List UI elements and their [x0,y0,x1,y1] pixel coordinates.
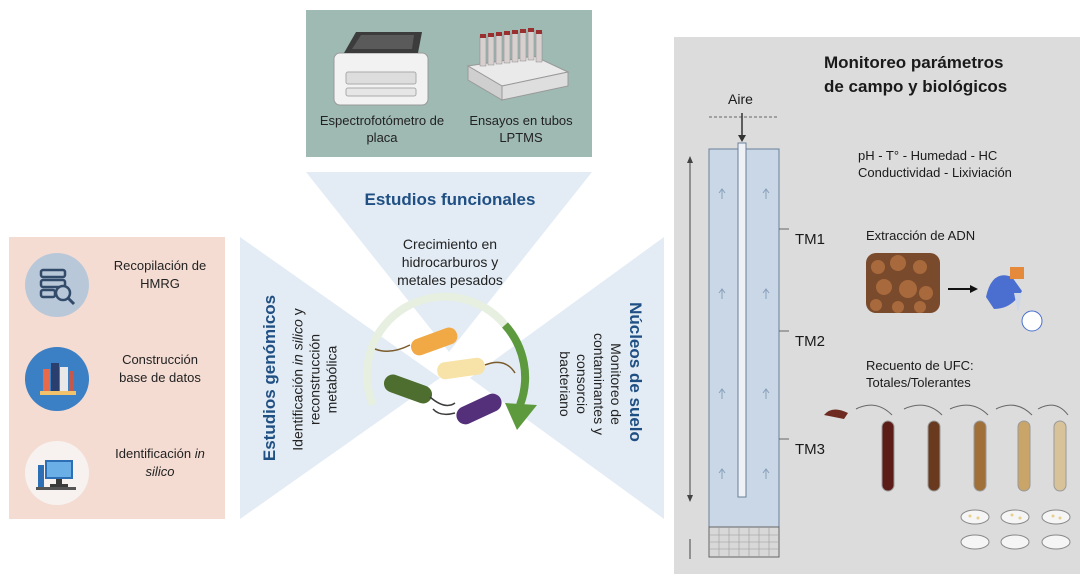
dna-extraction-illustration [866,253,1043,332]
hmrg-label: Recopilación de HMRG [113,258,207,291]
left-triangle [240,237,440,519]
circular-arrow [362,292,509,407]
hmrg-compilation-item: Recopilación de HMRG [9,249,225,319]
bacterium-purple [456,393,502,425]
port-tm2: TM2 [795,333,825,350]
bacterium-orange [410,327,458,356]
air-label: Aire [728,91,753,107]
dna-extraction-label: Extracción de ADN [866,228,976,243]
tube-assay-label: Ensayos en tubos LPTMS [469,113,573,145]
bacterium-cream [437,357,485,380]
soil-column-diagram [687,113,789,559]
database-build-icon [25,347,89,411]
database-construction-label: Construcción base de datos [119,352,201,385]
genomic-resources-panel: Recopilación de HMRG Construcción base d… [9,237,225,519]
soil-cores-title: Núcleos de suelo [626,302,645,442]
database-construction-item: Construcción base de datos [9,343,225,413]
bacterium-green [383,374,433,404]
arrow-head [505,403,537,430]
circular-arrow-main [501,322,530,407]
bacteria-cycle-illustration [362,292,537,430]
cfu-count-label: Recuento de UFC: Totales/Tolerantes [866,358,974,390]
lab-instruments-box: Espectrofotómetro de placa Ensayos en tu… [306,10,592,157]
monitoring-title: Monitoreo parámetros de campo y biológic… [824,53,1008,96]
serial-dilution-illustration [824,404,1071,550]
right-triangle [470,237,664,519]
spectrophotometer-label: Espectrofotómetro de placa [319,113,445,145]
genomic-studies-title: Estudios genómicos [260,294,279,462]
functional-studies-desc: Crecimiento en hidrocarburos y metales p… [397,236,503,288]
functional-studies-title: Estudios funcionales [364,190,536,209]
tube-rack-icon [466,28,570,101]
genomic-studies-desc: Identificación in silico y reconstrucció… [289,308,340,451]
top-triangle [306,172,592,352]
soil-cores-desc: Monitoreo de contaminantes y consorcio b… [557,333,624,435]
database-search-icon [25,253,89,317]
port-tm1: TM1 [795,231,825,248]
field-parameters: pH - T° - Humedad - HC Conductividad - L… [858,148,1012,180]
in-silico-label: Identificación in silico [115,446,205,479]
field-monitoring-panel: Monitoreo parámetros de campo y biológic… [674,37,1080,574]
plate-spectrophotometer-icon [333,32,429,106]
port-tm3: TM3 [795,441,825,458]
in-silico-identification-item: Identificación in silico [9,437,225,507]
computer-icon [25,441,89,505]
